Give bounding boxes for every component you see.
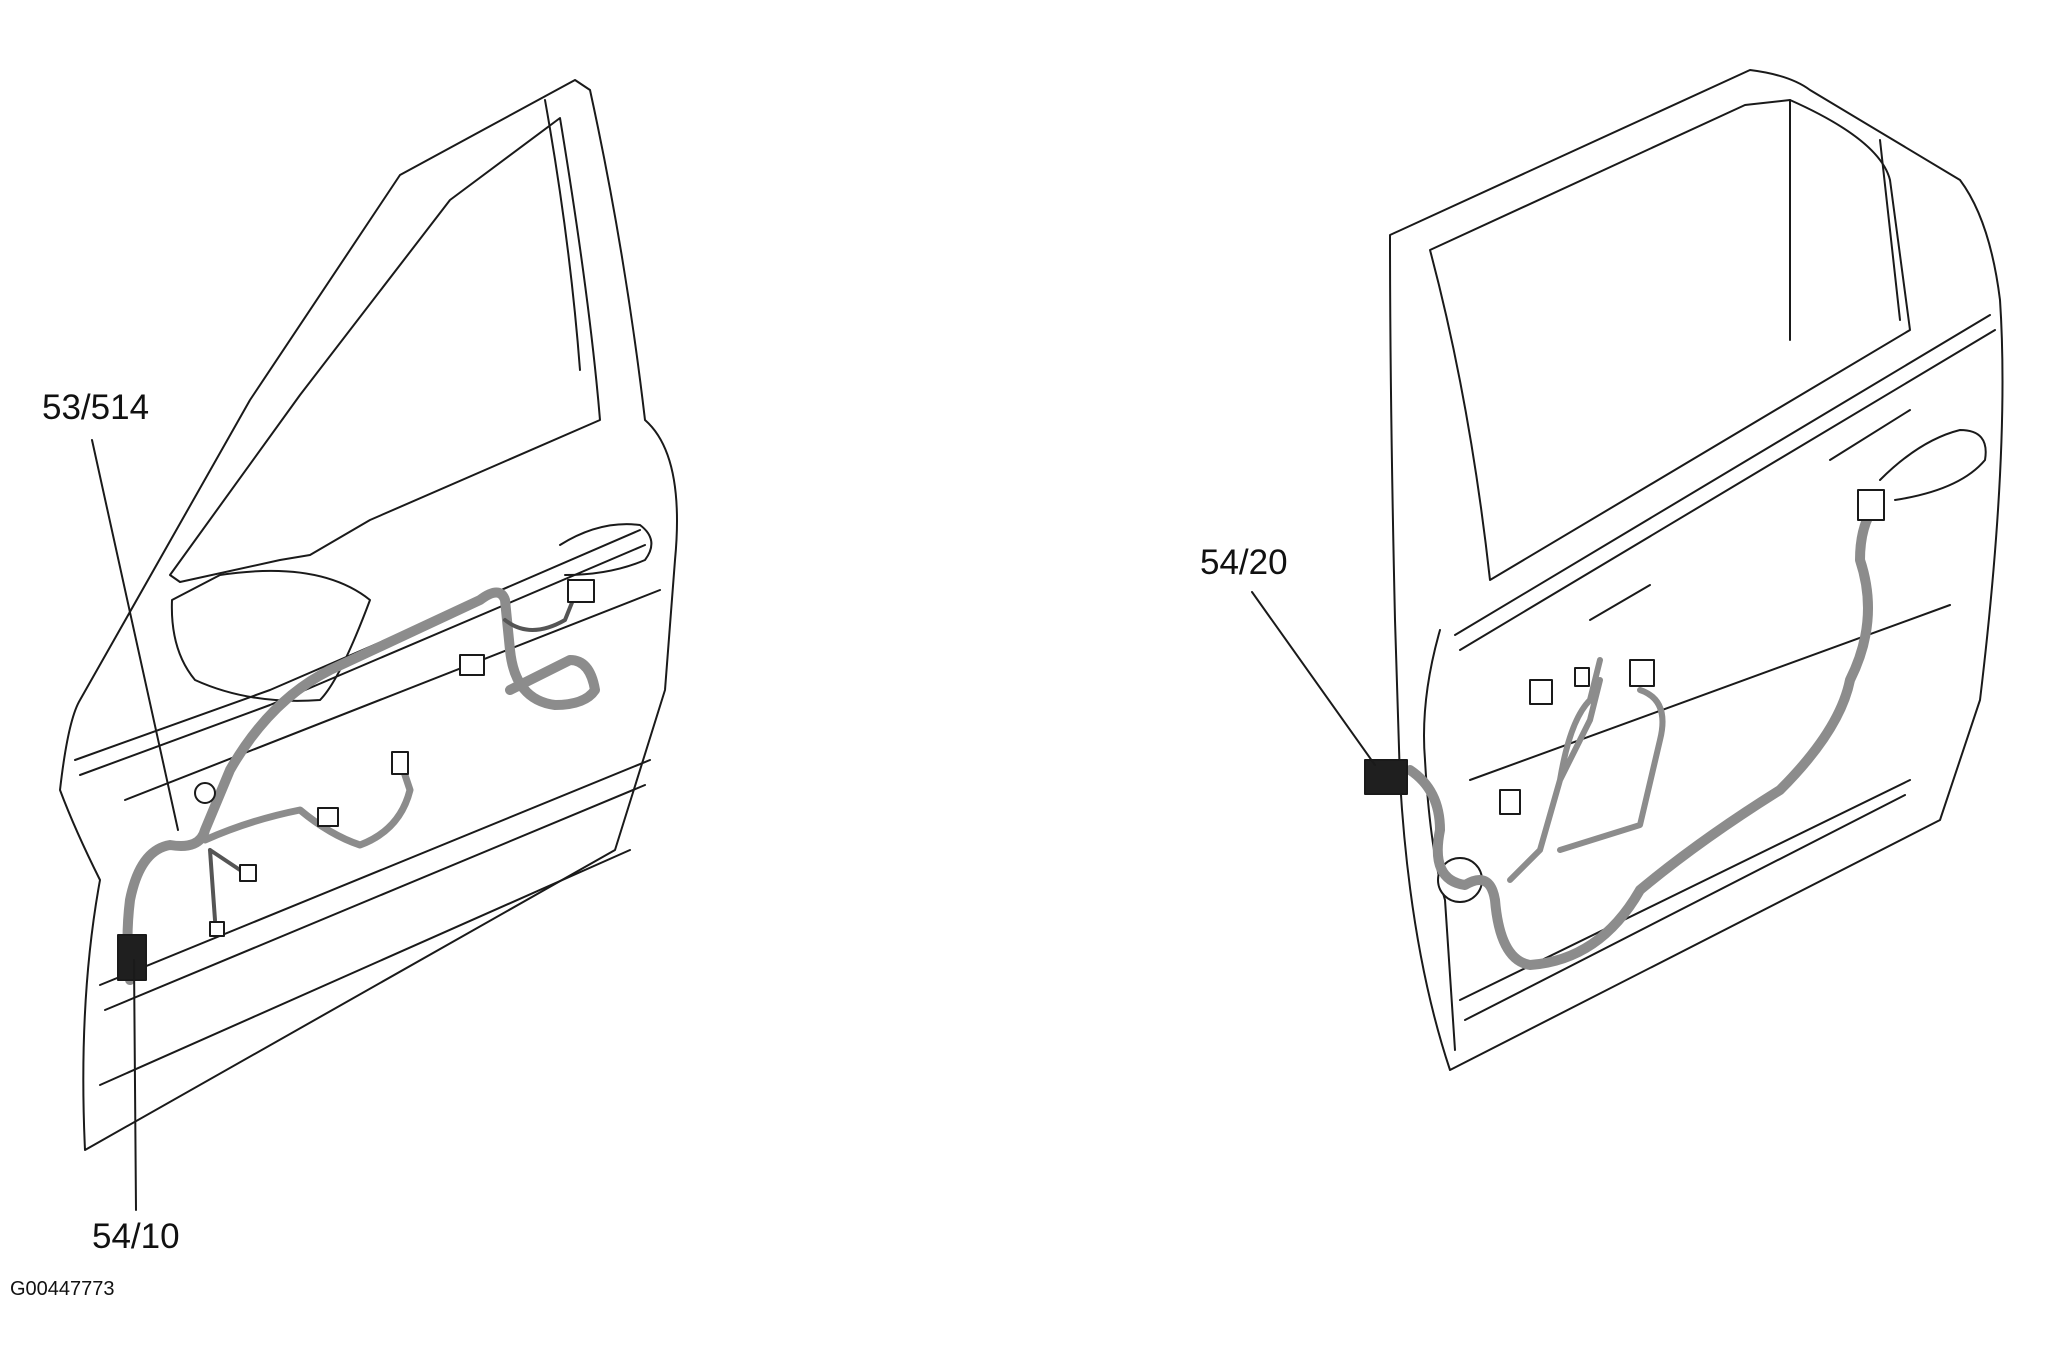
front-harness-branch: [201, 756, 414, 849]
front-mirror: [170, 569, 371, 702]
rear-leader: [1251, 591, 1376, 766]
front-connector-b: [459, 654, 485, 676]
front-leader-lower: [133, 959, 137, 1211]
rear-window: [1429, 99, 1911, 581]
front-crease-3: [104, 784, 646, 1011]
front-door-outline: [59, 79, 678, 1151]
front-harness-drop: [208, 848, 242, 922]
front-harness: [122, 587, 600, 985]
rear-window-inner: [1789, 99, 1901, 341]
rear-harness-branch: [1507, 657, 1666, 883]
rear-dash-2: [1829, 409, 1911, 461]
rear-handle-recess: [1879, 429, 1987, 501]
front-handle-recess: [559, 523, 653, 576]
front-connector-f: [209, 921, 225, 937]
rear-door: [1251, 69, 2004, 1071]
callout-rear: 54/20: [1200, 543, 1288, 582]
front-window-frame: [544, 99, 581, 371]
front-door: [59, 79, 678, 1211]
front-beltline: [74, 529, 641, 761]
rear-beltline: [1454, 314, 1991, 636]
rear-connector-e: [1857, 489, 1885, 521]
front-harness-lock: [503, 593, 577, 632]
rear-door-outline: [1389, 69, 2004, 1071]
rear-dash-1: [1589, 584, 1651, 621]
rear-crease-3: [1464, 794, 1906, 1021]
rear-connector-d: [1499, 789, 1521, 815]
rear-connector-b: [1629, 659, 1655, 687]
front-connector-a: [567, 579, 595, 603]
front-leader-upper: [91, 439, 179, 831]
front-crease-1: [124, 589, 661, 801]
rear-main-connector: [1364, 759, 1408, 795]
front-crease-4: [99, 849, 631, 1086]
front-beltline-2: [79, 544, 646, 776]
front-connector-g: [194, 782, 216, 804]
rear-connector-a: [1529, 679, 1553, 705]
callout-front-upper: 53/514: [42, 388, 150, 427]
front-crease-2: [99, 759, 651, 986]
front-connector-e: [239, 864, 257, 882]
front-window: [169, 117, 601, 583]
rear-connector-c: [1574, 667, 1590, 687]
rear-harness: [1405, 495, 1885, 970]
front-main-connector: [117, 934, 147, 981]
front-connector-d: [317, 807, 339, 827]
figure-id: G00447773: [10, 1278, 115, 1300]
callout-front-lower: 54/10: [92, 1217, 180, 1256]
front-connector-c: [391, 751, 409, 775]
rear-beltline-2: [1459, 329, 1996, 651]
